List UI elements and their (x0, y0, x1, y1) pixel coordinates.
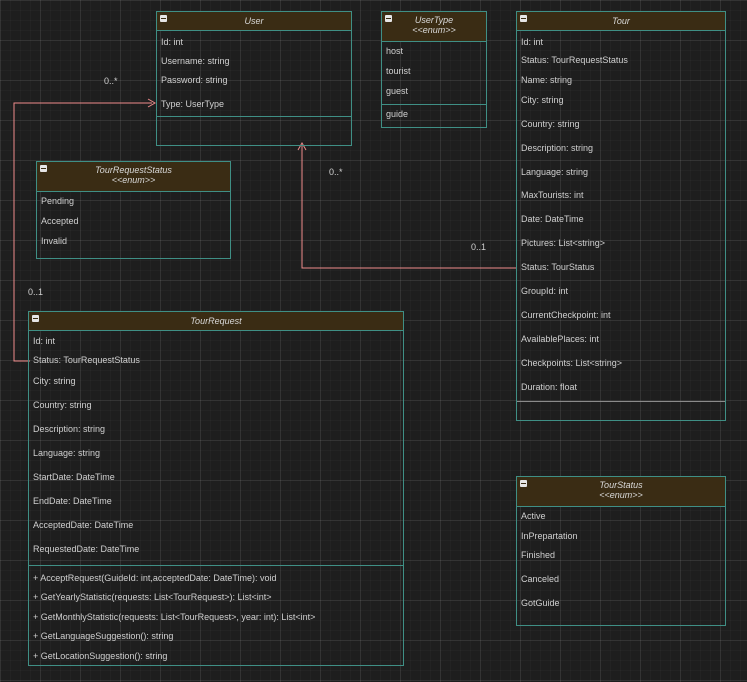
tour-attribute: AvailablePlaces: int (521, 334, 599, 344)
collapse-icon[interactable] (40, 165, 47, 172)
tourstatus-value: GotGuide (521, 598, 560, 608)
tour-attribute: Duration: float (521, 382, 578, 392)
tourrequest-attribute: Id: int (33, 336, 56, 346)
tour-attribute: Language: string (521, 167, 589, 177)
tourstatus-value: Active (521, 511, 546, 521)
user-attribute: Password: string (161, 75, 228, 85)
usertype-value: tourist (386, 66, 411, 76)
class-user[interactable]: User Id: int Username: string Password: … (156, 11, 352, 146)
user-attribute: Id: int (161, 37, 184, 47)
enum-usertype[interactable]: UserType <<enum>> host tourist guest gui… (381, 11, 487, 128)
user-separator (157, 116, 351, 117)
tour-attribute: Pictures: List<string> (521, 238, 606, 248)
class-user-title: User (244, 16, 264, 26)
class-tour[interactable]: Tour Id: int Status: TourRequestStatus N… (516, 11, 726, 421)
multiplicity-request-user-far: 0..1 (28, 287, 44, 297)
tour-attribute: MaxTourists: int (521, 190, 584, 200)
user-attribute: Type: UserType (161, 99, 225, 109)
class-tour-header[interactable]: Tour (517, 12, 725, 31)
tourrequest-attribute: Country: string (33, 400, 92, 410)
usertype-value: guide (386, 109, 409, 119)
tourstatus-value: Finished (521, 550, 556, 560)
tourrequest-method: + AcceptRequest(GuideId: int,acceptedDat… (33, 573, 277, 583)
tour-user-association (301, 146, 517, 269)
tour-attribute: Status: TourRequestStatus (521, 55, 628, 65)
tourrequest-separator (29, 565, 403, 566)
multiplicity-tour-user-near: 0..* (329, 167, 343, 177)
tour-attribute: Id: int (521, 37, 544, 47)
tour-attribute: Name: string (521, 75, 573, 85)
tourrequest-attribute: EndDate: DateTime (33, 496, 112, 506)
tourrequest-attribute: StartDate: DateTime (33, 472, 115, 482)
enum-tourrequeststatus-stereotype: <<enum>> (111, 175, 156, 185)
class-tourrequest-title: TourRequest (190, 316, 242, 326)
enum-tourrequeststatus[interactable]: TourRequestStatus <<enum>> Pending Accep… (36, 161, 231, 259)
tourrequest-attribute: AcceptedDate: DateTime (33, 520, 134, 530)
tour-attribute: Date: DateTime (521, 214, 584, 224)
usertype-value: guest (386, 86, 409, 96)
collapse-icon[interactable] (32, 315, 39, 322)
enum-tourstatus[interactable]: TourStatus <<enum>> Active InPrepartatio… (516, 476, 726, 626)
class-tour-title: Tour (612, 16, 630, 26)
collapse-icon[interactable] (160, 15, 167, 22)
tourstatus-value: InPrepartation (521, 531, 578, 541)
tourrequeststatus-value: Pending (41, 196, 75, 206)
collapse-icon[interactable] (385, 15, 392, 22)
collapse-icon[interactable] (520, 15, 527, 22)
tourrequest-attribute: Language: string (33, 448, 101, 458)
tour-separator (517, 401, 725, 402)
enum-tourrequeststatus-title: TourRequestStatus (95, 165, 172, 175)
tourrequest-method: + GetMonthlyStatistic(requests: List<Tou… (33, 612, 316, 622)
tour-attribute: Description: string (521, 143, 594, 153)
class-tourrequest-header[interactable]: TourRequest (29, 312, 403, 331)
collapse-icon[interactable] (520, 480, 527, 487)
tourrequest-attribute: Description: string (33, 424, 106, 434)
tour-attribute: GroupId: int (521, 286, 569, 296)
tourrequest-attribute: Status: TourRequestStatus (33, 355, 140, 365)
tourrequest-method: + GetLocationSuggestion(): string (33, 651, 168, 661)
usertype-value: host (386, 46, 404, 56)
class-user-header[interactable]: User (157, 12, 351, 31)
tourrequest-attribute: RequestedDate: DateTime (33, 544, 140, 554)
arrowhead-user-bottom (297, 141, 307, 151)
enum-tourstatus-title: TourStatus (599, 480, 643, 490)
arrowhead-user-left (147, 98, 157, 108)
tourrequest-attribute: City: string (33, 376, 76, 386)
enum-usertype-title: UserType (414, 15, 454, 25)
tour-attribute: City: string (521, 95, 564, 105)
tourstatus-value: Canceled (521, 574, 560, 584)
user-attribute: Username: string (161, 56, 230, 66)
tour-attribute: Country: string (521, 119, 580, 129)
enum-tourstatus-stereotype: <<enum>> (599, 490, 643, 500)
enum-tourstatus-header[interactable]: TourStatus <<enum>> (517, 477, 725, 507)
enum-usertype-header[interactable]: UserType <<enum>> (382, 12, 486, 42)
multiplicity-tour-user-far: 0..1 (471, 242, 487, 252)
enum-tourrequeststatus-header[interactable]: TourRequestStatus <<enum>> (37, 162, 230, 192)
enum-usertype-stereotype: <<enum>> (412, 25, 456, 35)
class-tourrequest[interactable]: TourRequest Id: int Status: TourRequestS… (28, 311, 404, 666)
usertype-separator (382, 104, 486, 105)
tourrequest-user-association (13, 102, 152, 362)
tour-attribute: Status: TourStatus (521, 262, 595, 272)
tourrequeststatus-value: Accepted (41, 216, 79, 226)
tour-attribute: Checkpoints: List<string> (521, 358, 623, 368)
tour-attribute: CurrentCheckpoint: int (521, 310, 611, 320)
multiplicity-request-user-near: 0..* (104, 76, 118, 86)
tourrequest-method: + GetLanguageSuggestion(): string (33, 631, 174, 641)
tourrequeststatus-value: Invalid (41, 236, 68, 246)
tourrequest-method: + GetYearlyStatistic(requests: List<Tour… (33, 592, 272, 602)
